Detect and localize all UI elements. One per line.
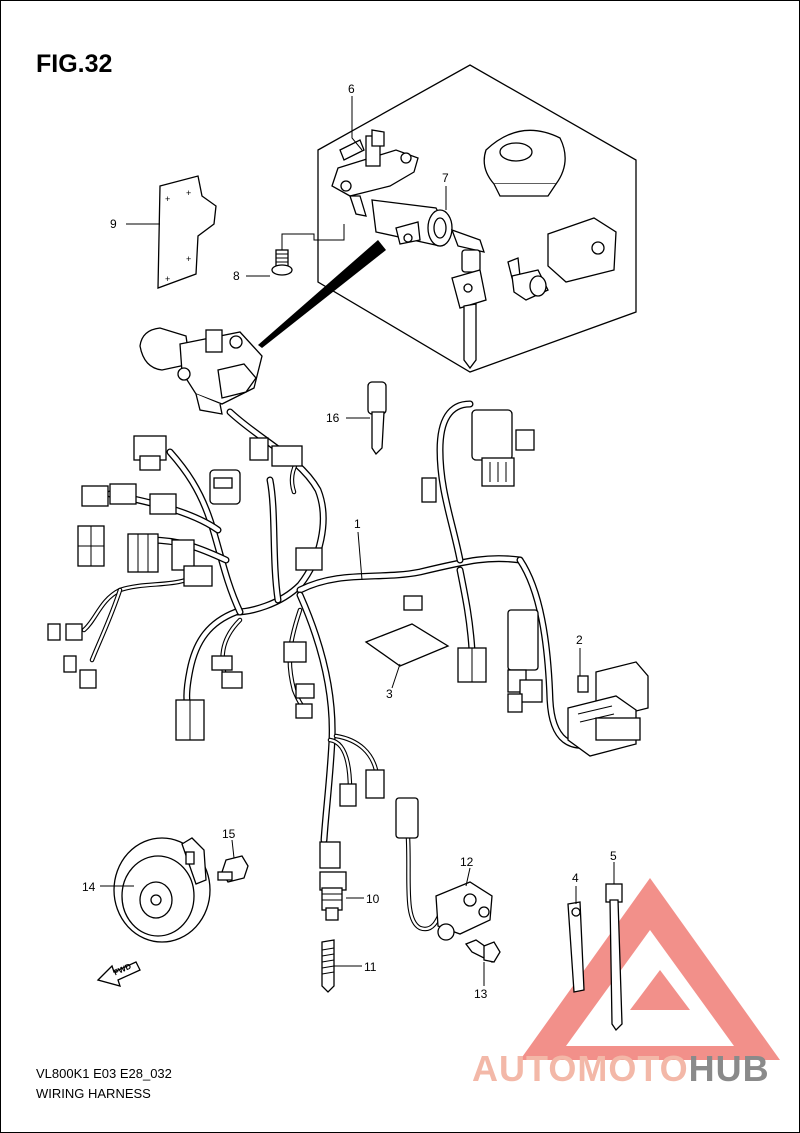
watermark-logo-triangle: [520, 878, 780, 1060]
footer-model-code: VL800K1 E03 E28_032: [36, 1066, 172, 1081]
footer-diagram-name: WIRING HARNESS: [36, 1086, 151, 1101]
callout-11: 11: [364, 960, 377, 974]
watermark-part-1: AUTOMOTO: [472, 1048, 689, 1089]
harness-connectors: [47, 409, 543, 869]
svg-text:+: +: [165, 274, 170, 284]
part-9-bracket-plate: + + + +: [157, 175, 217, 289]
fwd-arrow: FWD: [96, 961, 141, 987]
callout-3: 3: [386, 687, 393, 701]
part-3-sheet: [364, 623, 450, 667]
part-6-ignition-switch: [331, 129, 419, 217]
callout-4: 4: [572, 871, 579, 885]
part-15-nut: [217, 855, 249, 883]
svg-text:+: +: [186, 188, 191, 198]
callout-numbers: 1 2 3 4 5 6 7 8 9 10 11 12 13 14 15 16: [82, 82, 617, 1001]
ignition-switch-assembly: [139, 327, 263, 415]
figure-title: FIG.32: [36, 50, 113, 78]
part-8-bolt: [271, 224, 345, 276]
seat-lock: [547, 217, 617, 283]
callout-12: 12: [460, 855, 474, 869]
key-in-box: [451, 269, 487, 370]
box-pointer: [258, 240, 386, 348]
callout-7: 7: [442, 171, 449, 185]
small-lock: [507, 257, 549, 301]
part-13-bolt: [464, 939, 501, 963]
part-2-fuse-box: [567, 661, 649, 757]
callout-16: 16: [326, 411, 340, 425]
ignition-switch-set-box: [317, 64, 637, 373]
part-4-clamp: [567, 901, 585, 993]
part-16-key: [367, 381, 387, 456]
watermark-part-2: HUB: [688, 1048, 770, 1089]
part-14-horn: [113, 837, 211, 943]
callout-2: 2: [576, 633, 583, 647]
part-7-lock-cylinder: [371, 199, 485, 273]
callout-1: 1: [354, 517, 361, 531]
part-5-cable-tie: [605, 883, 623, 1032]
part-11-pin: [321, 939, 335, 993]
callout-14: 14: [82, 880, 96, 894]
callout-5: 5: [610, 849, 617, 863]
svg-text:+: +: [186, 254, 191, 264]
leader-lines: [100, 96, 615, 986]
svg-text:+: +: [165, 194, 170, 204]
callout-13: 13: [474, 987, 488, 1001]
part-12-sensor: [435, 881, 493, 941]
callout-9: 9: [110, 217, 117, 231]
fuel-cap: [483, 129, 566, 197]
callout-6: 6: [348, 82, 355, 96]
callout-8: 8: [233, 269, 240, 283]
part-10-switch: [319, 871, 347, 921]
callout-15: 15: [222, 827, 236, 841]
watermark-text: AUTOMOTOHUB: [472, 1048, 770, 1090]
callout-10: 10: [366, 892, 380, 906]
